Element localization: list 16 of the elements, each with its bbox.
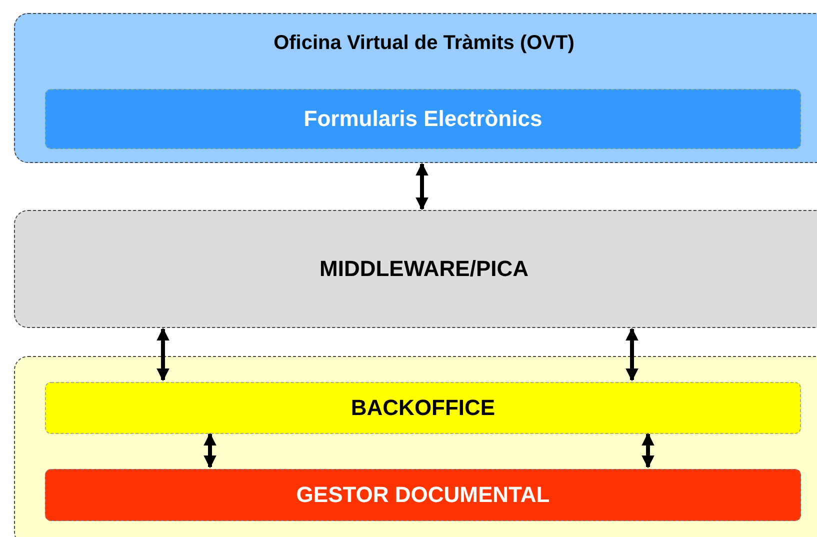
layer-box [14, 210, 817, 328]
group-panel [14, 13, 817, 163]
layer-box [45, 469, 801, 521]
group-panel [14, 356, 817, 537]
layer-label: Oficina Virtual de Tràmits (OVT) [274, 32, 574, 55]
layer-box [45, 89, 801, 149]
layer-label: MIDDLEWARE/PICA [320, 256, 528, 282]
layer-label: GESTOR DOCUMENTAL [296, 482, 550, 508]
double-arrow [204, 432, 216, 468]
double-arrow [416, 162, 428, 210]
layer-label: Formularis Electrònics [304, 106, 542, 132]
double-arrow [642, 432, 654, 468]
layer-label: BACKOFFICE [350, 395, 496, 421]
double-arrow [156, 328, 170, 382]
double-arrow [626, 328, 638, 382]
layer-box [45, 382, 801, 434]
